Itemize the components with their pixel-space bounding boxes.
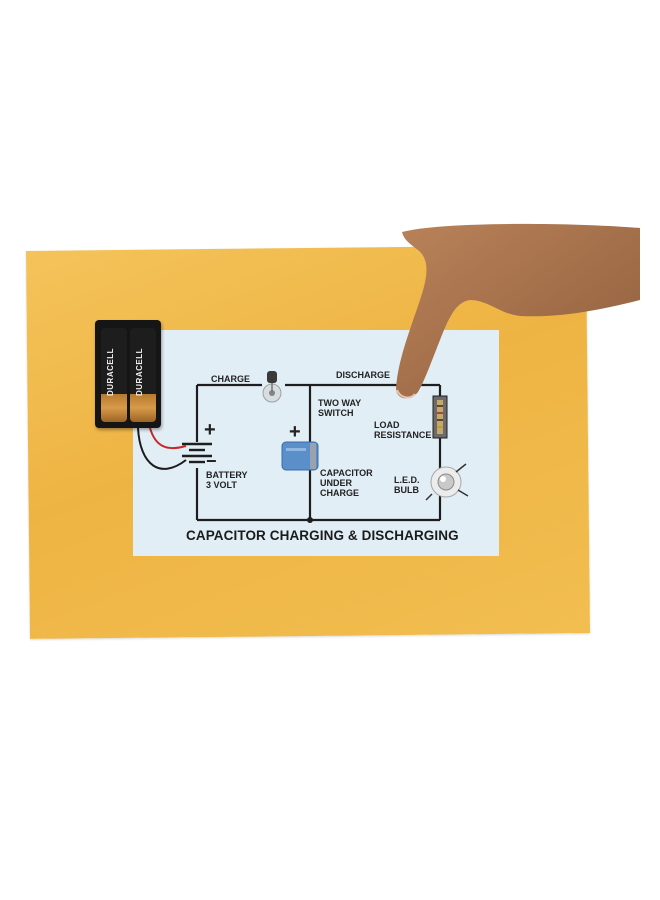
load-resistor <box>432 395 448 439</box>
led-bulb <box>425 463 469 501</box>
discharge-label: DISCHARGE <box>336 370 391 380</box>
battery-cell-left: DURACELL <box>101 328 127 422</box>
led-bulb-label: L.E.D. BULB <box>394 475 420 495</box>
circuit-wires <box>195 383 442 522</box>
battery-label: BATTERY 3 VOLT <box>206 470 248 490</box>
fingernail <box>396 389 416 399</box>
red-lead-wire <box>149 427 187 450</box>
two-way-switch-label: TWO WAY SWITCH <box>318 398 362 418</box>
capacitor <box>281 441 319 471</box>
capacitor-label: CAPACITOR UNDER CHARGE <box>320 468 373 498</box>
battery-holder: DURACELL DURACELL <box>95 320 161 428</box>
charge-label: CHARGE <box>211 374 251 384</box>
battery-symbol <box>182 442 212 464</box>
hand-shape <box>396 223 640 399</box>
capacitor-plus-sign: + <box>289 421 301 443</box>
black-lead-wire <box>137 427 187 470</box>
two-way-switch <box>262 371 282 403</box>
load-resistance-label: LOAD RESISTANCE <box>374 420 432 440</box>
battery-cell-right: DURACELL <box>130 328 156 422</box>
battery-plus-sign: + <box>204 419 216 441</box>
sheet-title: CAPACITOR CHARGING & DISCHARGING <box>186 528 459 543</box>
battery-minus-sign: − <box>206 451 217 471</box>
junction-dot <box>307 517 313 523</box>
